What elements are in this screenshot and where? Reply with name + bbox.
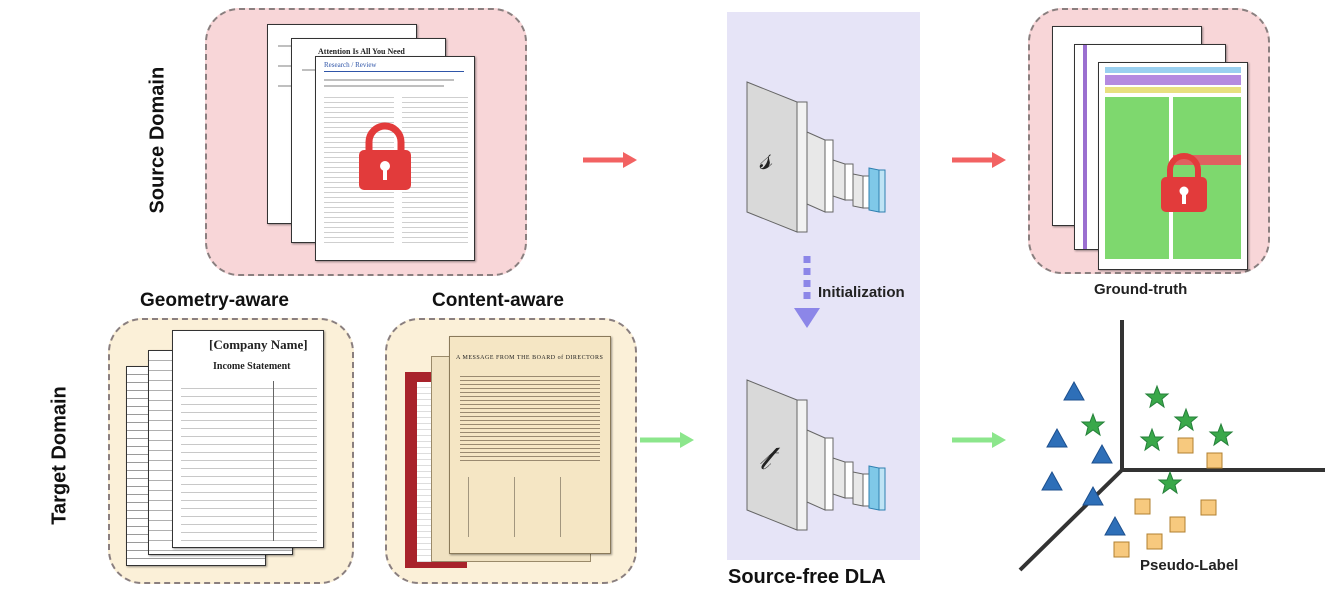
arrow-right-icon — [583, 152, 637, 168]
geometry-page-front: [Company Name] Income Statement — [172, 330, 324, 548]
star-icon — [1080, 384, 1234, 495]
ground-truth-label: Ground-truth — [1094, 281, 1188, 298]
ground-truth-box — [1028, 8, 1270, 274]
geometry-aware-label: Geometry-aware — [140, 290, 289, 311]
source-domain-label: Source Domain — [146, 66, 169, 214]
geometry-aware-box: [Company Name] Income Statement — [108, 318, 354, 584]
arrow-right-icon — [952, 152, 1006, 168]
arrow-right-icon — [640, 432, 694, 448]
arrow-down-icon — [794, 256, 820, 328]
source-domain-box: Attention Is All You Need Research / Rev… — [205, 8, 527, 276]
target-model-symbol: 𝓉 — [759, 440, 771, 477]
company-name: [Company Name] — [209, 337, 308, 352]
triangle-icon — [1041, 380, 1126, 536]
content-aware-box: A MESSAGE FROM THE BOARD of DIRECTORS — [385, 318, 637, 584]
content-aware-label: Content-aware — [432, 290, 564, 311]
initialization-label: Initialization — [818, 284, 905, 301]
arrow-right-icon — [952, 432, 1006, 448]
pseudo-label-label: Pseudo-Label — [1140, 557, 1239, 574]
lock-icon — [1161, 153, 1207, 212]
source-free-dla-label: Source-free DLA — [728, 566, 886, 588]
target-domain-label: Target Domain — [48, 386, 71, 525]
source-model-symbol: 𝓈 — [759, 140, 772, 177]
source-title: Attention Is All You Need — [318, 47, 405, 56]
letter-page-front: A MESSAGE FROM THE BOARD of DIRECTORS — [449, 336, 611, 554]
pseudo-label-plot — [1018, 320, 1325, 572]
square-icon — [1113, 437, 1223, 558]
lock-icon — [359, 122, 411, 190]
letter-heading: A MESSAGE FROM THE BOARD of DIRECTORS — [456, 355, 604, 361]
cnn-icon — [746, 379, 886, 531]
income-statement: Income Statement — [213, 361, 291, 372]
cnn-icon — [746, 81, 886, 233]
source-header: Research / Review — [324, 61, 377, 69]
